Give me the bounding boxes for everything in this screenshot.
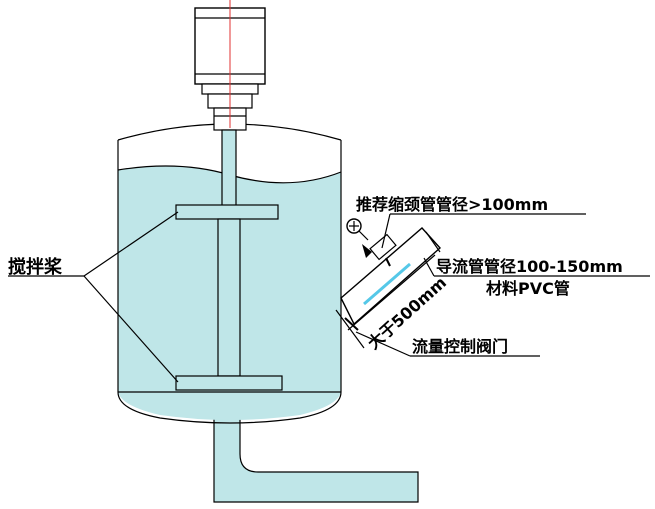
- guide-pipe-end: [344, 317, 359, 331]
- valve-icon: [346, 218, 397, 267]
- guide-leader: [423, 257, 650, 277]
- guide-pipe: [340, 227, 441, 326]
- neck-leader: [381, 213, 586, 249]
- impeller-stem: [217, 218, 241, 377]
- guide-flow-line: [363, 262, 411, 306]
- guide-pipe-label: 导流管管径100-150mm: [436, 257, 623, 276]
- agitator-shaft: [221, 129, 237, 209]
- agitator-label: 搅拌桨: [8, 256, 63, 278]
- lower-blade: [175, 375, 283, 391]
- neck-pipe-label: 推荐缩颈管管径>100mm: [356, 195, 548, 214]
- valve-label: 流量控制阀门: [412, 337, 508, 356]
- upper-blade: [175, 204, 279, 220]
- agitator-leaders: [8, 211, 179, 383]
- valve-leader: [355, 331, 540, 357]
- tank-wall: [117, 140, 342, 424]
- outlet-pipe: [213, 417, 419, 503]
- material-label: 材料PVC管: [486, 279, 570, 298]
